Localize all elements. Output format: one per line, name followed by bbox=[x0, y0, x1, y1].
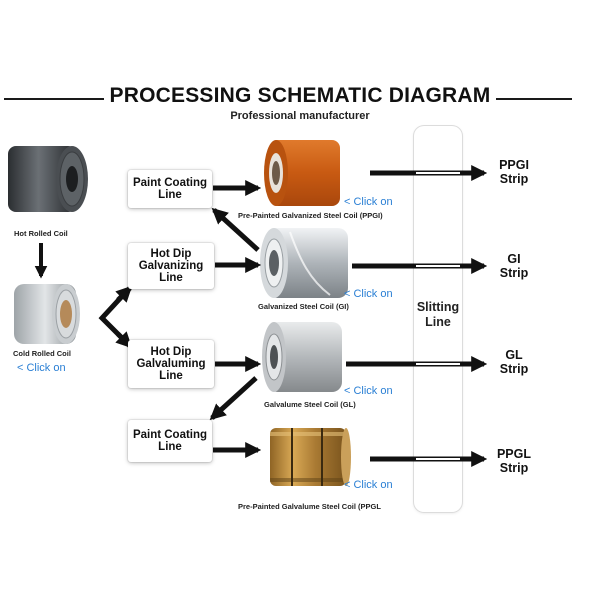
ppgl-caption: Pre-Painted Galvalume Steel Coil (PPGL bbox=[238, 502, 381, 511]
gl-caption: Galvalume Steel Coil (GL) bbox=[264, 400, 356, 409]
ppgl-strip-line1: PPGL bbox=[496, 447, 532, 461]
ppgi-click-link[interactable]: < Click on bbox=[344, 196, 393, 208]
paint-coating-line-box-2: Paint Coating Line bbox=[128, 420, 212, 462]
cold-rolled-coil-icon bbox=[14, 284, 80, 344]
ppgl-click-link[interactable]: < Click on bbox=[344, 479, 393, 491]
slitting-line-panel bbox=[414, 126, 462, 512]
slitting-arrow-highlights bbox=[416, 172, 460, 460]
hot-rolled-coil-icon bbox=[8, 146, 88, 212]
ppgi-coil-icon bbox=[264, 140, 340, 206]
gl-strip-label: GL Strip bbox=[490, 348, 538, 376]
ppgi-caption: Pre-Painted Galvanized Steel Coil (PPGI) bbox=[238, 211, 383, 220]
cold-rolled-click-link[interactable]: < Click on bbox=[17, 362, 66, 374]
hot-dip-galvanizing-line-box: Hot Dip Galvanizing Line bbox=[128, 243, 214, 289]
gi-strip-label: GI Strip bbox=[490, 252, 538, 280]
title-rule-left bbox=[4, 98, 104, 100]
gi-strip-line2: Strip bbox=[499, 266, 529, 280]
gl-coil-icon bbox=[262, 322, 342, 392]
cold-rolled-label: Cold Rolled Coil bbox=[13, 349, 71, 358]
gl-click-link[interactable]: < Click on bbox=[344, 385, 393, 397]
hot-dip-galvaluming-line-box: Hot Dip Galvaluming Line bbox=[128, 340, 214, 388]
title-rule-right bbox=[460, 98, 572, 100]
page-title: PROCESSING SCHEMATIC DIAGRAM bbox=[0, 84, 600, 108]
gi-click-link[interactable]: < Click on bbox=[344, 288, 393, 300]
ppgl-strip-line2: Strip bbox=[499, 461, 529, 475]
gi-caption: Galvanized Steel Coil (GI) bbox=[258, 302, 349, 311]
page-subtitle: Professional manufacturer bbox=[230, 110, 370, 122]
hot-rolled-label: Hot Rolled Coil bbox=[14, 229, 68, 238]
ppgi-strip-line2: Strip bbox=[499, 172, 529, 186]
gl-strip-line1: GL bbox=[505, 348, 523, 362]
gi-strip-line1: GI bbox=[507, 252, 521, 266]
ppgl-strip-label: PPGL Strip bbox=[490, 447, 538, 475]
ppgi-strip-line1: PPGI bbox=[499, 158, 529, 172]
gl-strip-line2: Strip bbox=[499, 362, 529, 376]
ppgi-strip-label: PPGI Strip bbox=[490, 158, 538, 186]
slitting-line-label: Slitting Line bbox=[404, 300, 472, 330]
gi-coil-icon bbox=[260, 228, 348, 298]
slitting-label-line1: Slitting bbox=[416, 300, 460, 314]
slitting-label-line2: Line bbox=[425, 315, 451, 329]
ppgl-coil-icon bbox=[270, 428, 351, 486]
paint-coating-line-box-1: Paint Coating Line bbox=[128, 170, 212, 208]
